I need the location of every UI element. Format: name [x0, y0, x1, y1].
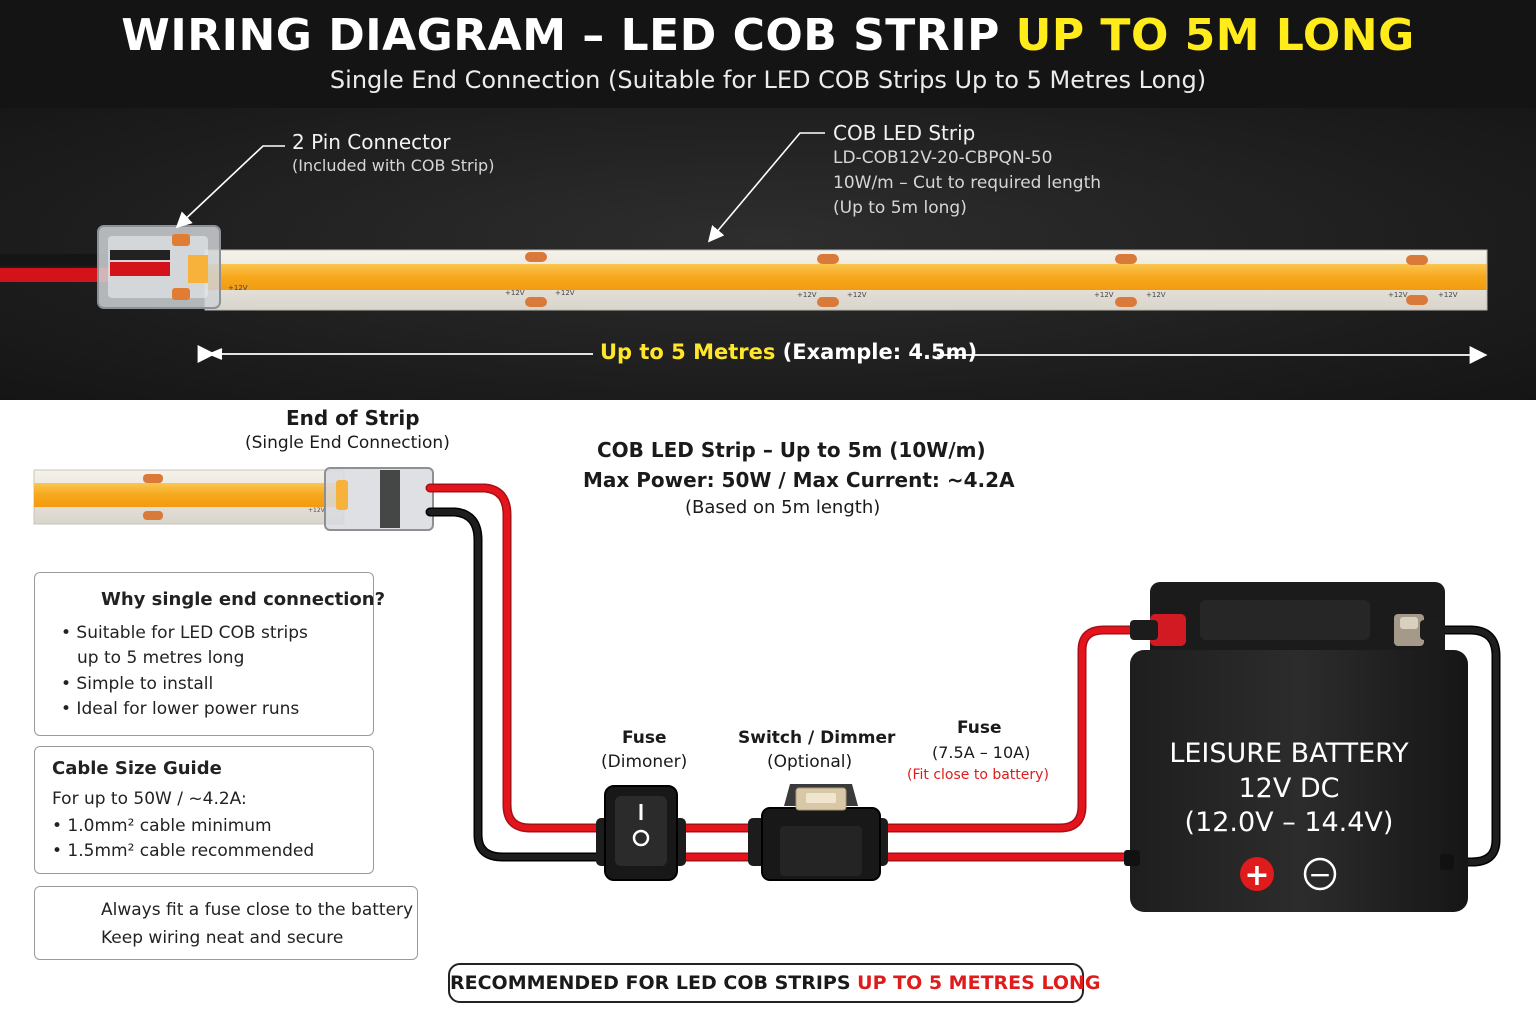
cable-panel-intro: For up to 50W / ~4.2A:	[52, 789, 247, 809]
why-panel-title: Why single end connection?	[101, 589, 386, 610]
header-bar: WIRING DIAGRAM – LED COB STRIP UP TO 5M …	[0, 0, 1536, 108]
recommendation-highlight: UP TO 5 METRES LONG	[857, 972, 1101, 994]
recommendation-banner: RECOMMENDED FOR LED COB STRIPS UP TO 5 M…	[448, 963, 1101, 1003]
connector-label: 2 Pin Connector	[292, 130, 451, 154]
why-item: • Simple to install	[61, 674, 214, 694]
tip-line-2: Keep wiring neat and secure	[101, 928, 344, 948]
strip-marking: +12V	[1146, 291, 1166, 299]
spec-line-2: Max Power: 50W / Max Current: ~4.2A	[583, 468, 1015, 492]
why-item: up to 5 metres long	[77, 648, 245, 668]
switch-sub-label: (Dimoner)	[601, 752, 688, 772]
dimension-label: Up to 5 Metres (Example: 4.5m)	[600, 340, 977, 364]
strip-model: LD-COB12V-20-CBPQN-50	[833, 148, 1053, 168]
why-panel: Why single end connection? • Suitable fo…	[34, 572, 385, 736]
battery-minus-symbol: −	[1308, 858, 1331, 891]
recommendation-prefix: RECOMMENDED FOR LED COB STRIPS	[450, 972, 858, 994]
strip-marking: +12V	[1388, 291, 1408, 299]
wiring	[425, 483, 1501, 867]
strip-marking: +12V	[228, 284, 248, 292]
title-highlight: UP TO 5M LONG	[1015, 10, 1415, 61]
battery-title: LEISURE BATTERY	[1169, 738, 1409, 769]
end-of-strip-sub: (Single End Connection)	[245, 433, 450, 453]
connector-sub-label: (Included with COB Strip)	[292, 156, 495, 175]
spec-line-1: COB LED Strip – Up to 5m (10W/m)	[597, 438, 986, 462]
tip-line-1: Always fit a fuse close to the battery	[101, 900, 414, 920]
fuse-label: Fuse	[957, 718, 1002, 738]
rocker-switch	[596, 785, 686, 881]
strip-length-note: (Up to 5m long)	[833, 198, 967, 218]
strip-marking: +12V	[1438, 291, 1458, 299]
spec-line-3: (Based on 5m length)	[685, 497, 881, 518]
holder-label: Switch / Dimmer	[738, 728, 896, 748]
top-annotation-arrows	[175, 132, 825, 243]
fuse-rating: (7.5A – 10A)	[932, 743, 1031, 762]
strip-marking: +12V	[1094, 291, 1114, 299]
cable-item: • 1.0mm² cable minimum	[52, 816, 272, 836]
dimension-example: (Example: 4.5m)	[775, 340, 978, 364]
title-main: WIRING DIAGRAM – LED COB STRIP	[121, 10, 1016, 61]
cable-size-panel: Cable Size Guide For up to 50W / ~4.2A: …	[34, 746, 374, 874]
page-subtitle: Single End Connection (Suitable for LED …	[329, 66, 1207, 94]
strip-marking: +12V	[555, 289, 575, 297]
battery-range: (12.0V – 14.4V)	[1184, 807, 1394, 838]
strip-label: COB LED Strip	[833, 121, 976, 145]
cable-item: • 1.5mm² cable recommended	[52, 841, 315, 861]
inline-fuse-holder	[748, 784, 888, 881]
end-of-strip-label: End of Strip	[286, 406, 420, 430]
strip-marking: +12V	[797, 291, 817, 299]
strip-marking: +12V	[308, 507, 326, 514]
dimension-line	[197, 345, 1488, 364]
switch-label: Fuse	[622, 728, 667, 748]
top-cob-strip	[204, 249, 1488, 311]
strip-marking: +12V	[505, 289, 525, 297]
top-input-wires	[0, 254, 110, 282]
dimension-highlight: Up to 5 Metres	[600, 340, 776, 364]
cable-panel-title: Cable Size Guide	[52, 758, 222, 779]
end-strip-piece: +12V	[33, 467, 434, 531]
fuse-note: (Fit close to battery)	[907, 767, 1049, 783]
holder-sub-label: (Optional)	[767, 752, 853, 772]
battery-plus-symbol: +	[1244, 858, 1269, 893]
battery-voltage: 12V DC	[1238, 773, 1340, 804]
tip-panel: Always fit a fuse close to the battery K…	[34, 886, 418, 960]
page-title: WIRING DIAGRAM – LED COB STRIP UP TO 5M …	[0, 10, 1536, 61]
top-2pin-connector	[97, 225, 221, 309]
strip-power: 10W/m – Cut to required length	[833, 173, 1102, 193]
top-cut-marks	[525, 252, 1428, 307]
why-item: • Suitable for LED COB strips	[61, 623, 308, 643]
leisure-battery: + −	[1124, 582, 1468, 912]
top-strip-markings: +12V +12V +12V +12V +12V +12V +12V +12V …	[228, 284, 1458, 299]
why-item: • Ideal for lower power runs	[61, 699, 300, 719]
strip-marking: +12V	[847, 291, 867, 299]
